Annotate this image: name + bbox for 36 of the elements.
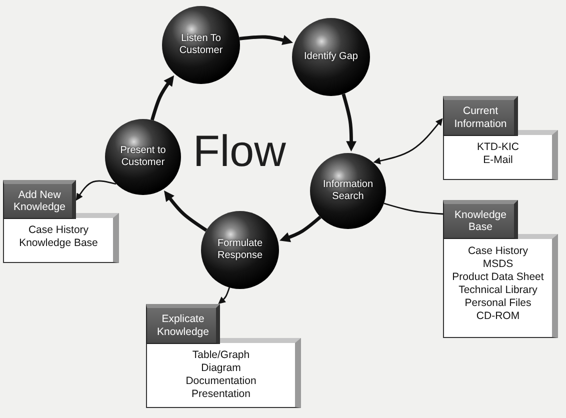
arrow	[280, 216, 322, 242]
list-item: E-Mail	[483, 154, 513, 167]
sphere-label: Present to Customer	[119, 145, 167, 169]
heading-tab: Knowledge Base	[443, 200, 518, 239]
arrow	[342, 94, 356, 152]
diagram-title: Flow	[193, 128, 286, 176]
list-item: Case History	[468, 245, 528, 258]
list-item: Presentation	[192, 388, 250, 401]
arrow	[218, 287, 230, 304]
list-item: Diagram	[201, 362, 241, 375]
list-box	[443, 130, 558, 180]
list-item: Personal Files	[464, 297, 532, 310]
heading-tab: Add New Knowledge	[3, 180, 76, 219]
list-item: Product Data Sheet	[452, 271, 544, 284]
list-item: CD-ROM	[476, 310, 520, 323]
heading-tab: Explicate Knowledge	[146, 304, 220, 344]
sphere-label: Identify Gap	[304, 51, 358, 63]
list-item: Documentation	[186, 375, 256, 388]
heading-tab: Current Information	[443, 96, 518, 136]
list-item: Technical Library	[458, 284, 538, 297]
sphere-label: Information Search	[322, 179, 374, 203]
list-item: MSDS	[482, 258, 514, 271]
list-box	[443, 234, 558, 338]
list-item: KTD-KIC	[477, 141, 519, 154]
arrow	[239, 35, 293, 46]
list-item: Case History	[28, 224, 89, 237]
sphere-label: Formulate Response	[216, 238, 264, 262]
sphere-label: Listen To Customer	[178, 33, 224, 57]
list-box	[146, 338, 301, 408]
arrow	[373, 118, 443, 164]
list-box	[3, 213, 119, 263]
list-item: Table/Graph	[192, 349, 250, 362]
arrow	[76, 180, 116, 201]
connector-line	[384, 202, 444, 215]
list-item: Knowledge Base	[19, 237, 98, 250]
arrow	[164, 190, 208, 232]
